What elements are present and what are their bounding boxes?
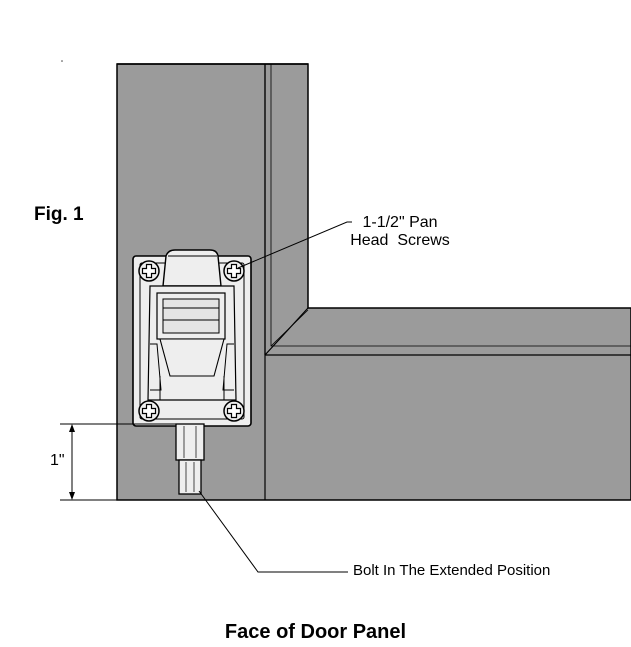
screw-leader-line <box>237 221 352 269</box>
screw-bottom-right <box>223 400 245 422</box>
lock-side-rail-right <box>222 343 234 391</box>
dim-arrow-top <box>69 424 75 432</box>
screws-callout-line2: Head Screws <box>350 232 450 250</box>
lock-top-housing <box>162 249 222 287</box>
bolt-shaft <box>178 459 202 495</box>
screw-bottom-left <box>138 400 160 422</box>
frame-bevel-vertical <box>264 64 309 356</box>
diagram-caption: Face of Door Panel <box>224 621 407 643</box>
lock-slide-knob <box>162 298 220 334</box>
screw-top-right <box>223 260 245 282</box>
lock-bottom-skirt <box>159 376 225 400</box>
bolt-collar <box>175 423 205 461</box>
dimension-label: 1" <box>50 452 65 469</box>
lock-assembly <box>132 249 252 427</box>
bolt-callout: Bolt In The Extended Position <box>353 562 551 579</box>
bolt-leader-line <box>198 490 348 573</box>
figure-label: Fig. 1 <box>34 204 84 225</box>
screws-callout-line1: 1-1/2" Pan <box>362 214 438 231</box>
stray-mark <box>61 60 63 62</box>
lock-tapered-body <box>159 338 225 377</box>
dimension-1-inch <box>60 423 178 501</box>
frame-miter-highlight <box>270 309 309 347</box>
dim-arrow-bottom <box>69 492 75 500</box>
screws-callout: 1-1/2" Pan Head Screws <box>300 214 500 251</box>
lock-side-rail-left <box>150 343 162 391</box>
frame-inner-highlight <box>270 64 631 347</box>
pan-head-screws <box>138 260 245 422</box>
screw-top-left <box>138 260 160 282</box>
bolt-extended <box>175 423 205 495</box>
